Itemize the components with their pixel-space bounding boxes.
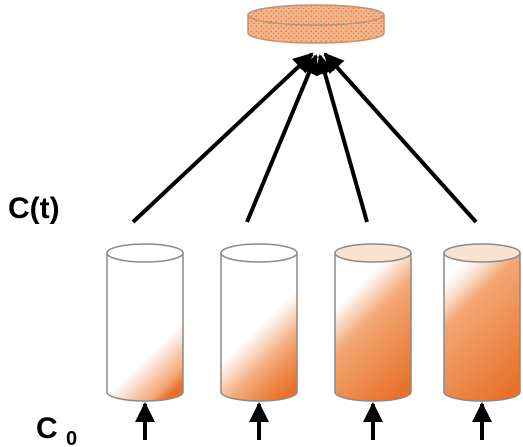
concentration-time-label: C(t) — [8, 192, 60, 225]
column-top — [334, 243, 412, 263]
initial-concentration-label: C 0 — [36, 412, 77, 447]
collector-disk — [247, 4, 385, 44]
column-top — [220, 243, 298, 263]
column-top — [106, 243, 184, 263]
columns — [106, 243, 521, 402]
collector-top — [247, 4, 385, 26]
inflow-arrows — [135, 402, 492, 440]
converging-arrows — [131, 52, 478, 224]
converging-arrow-1 — [131, 52, 314, 224]
column-body — [443, 252, 521, 402]
column-2 — [220, 243, 298, 402]
column-top — [443, 243, 521, 263]
converging-arrow-3 — [315, 54, 369, 223]
column-1 — [106, 243, 184, 402]
column-body — [220, 252, 298, 402]
column-body — [334, 252, 412, 402]
column-3 — [334, 243, 412, 402]
converging-arrow-4 — [323, 52, 478, 224]
column-body — [106, 252, 184, 402]
initial-concentration-base: C — [36, 412, 58, 445]
initial-concentration-subscript: 0 — [66, 428, 77, 447]
converging-arrow-2 — [245, 54, 319, 223]
column-4 — [443, 243, 521, 402]
